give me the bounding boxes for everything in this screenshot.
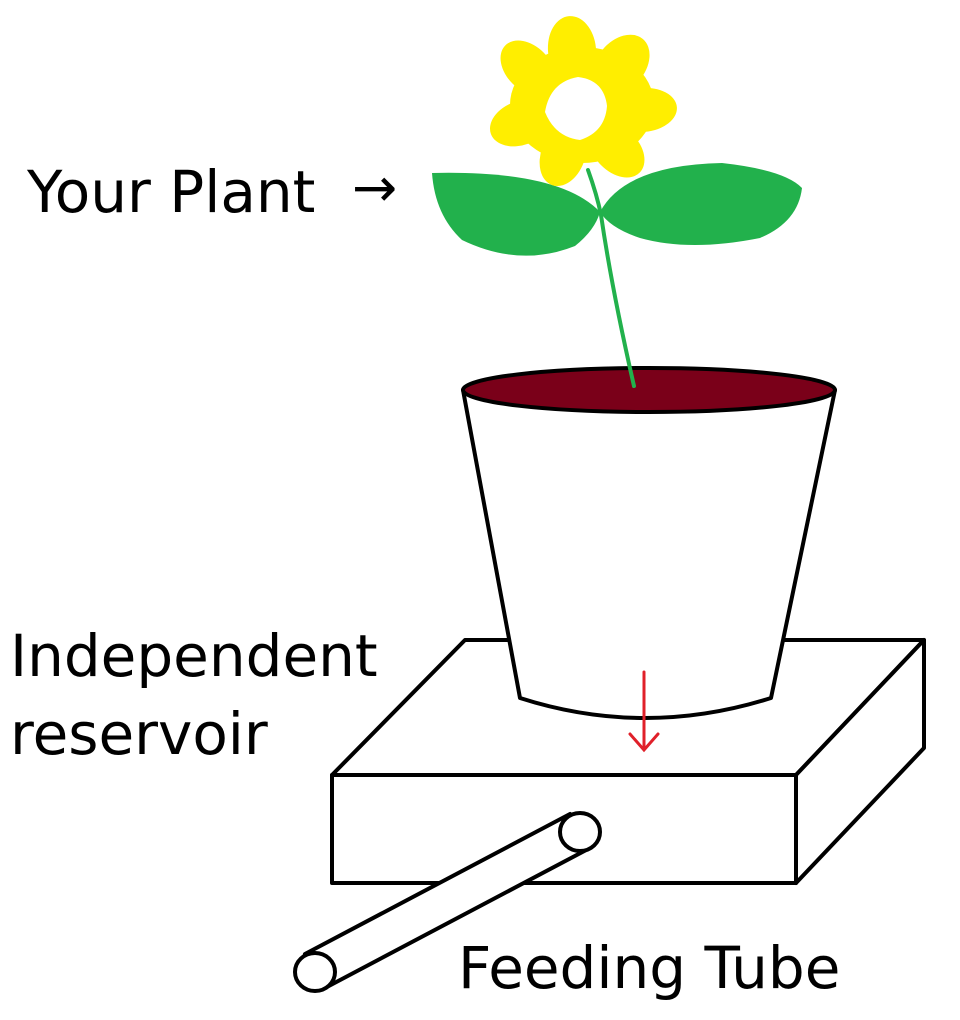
pot-body [461, 388, 837, 720]
feeding-tube [293, 811, 602, 993]
plant-pointer-arrow: → [352, 156, 397, 219]
pot-soil [461, 366, 837, 414]
label-reservoir-line1: Independent [10, 622, 378, 690]
tube-end-far [558, 811, 602, 853]
flower-center [545, 77, 607, 140]
water-flow-arrow [628, 670, 660, 753]
label-your-plant: Your Plant [26, 158, 315, 226]
flower-petals [490, 16, 677, 186]
label-reservoir-line2: reservoir [10, 700, 268, 768]
left-leaf [432, 172, 600, 256]
tube-end-near [293, 951, 337, 993]
plant-stem [586, 168, 636, 388]
right-leaf [600, 163, 802, 245]
flower-head [490, 16, 677, 186]
plant-pot [461, 366, 837, 720]
label-feeding-tube: Feeding Tube [458, 934, 840, 1002]
plant-leaves [432, 163, 802, 256]
